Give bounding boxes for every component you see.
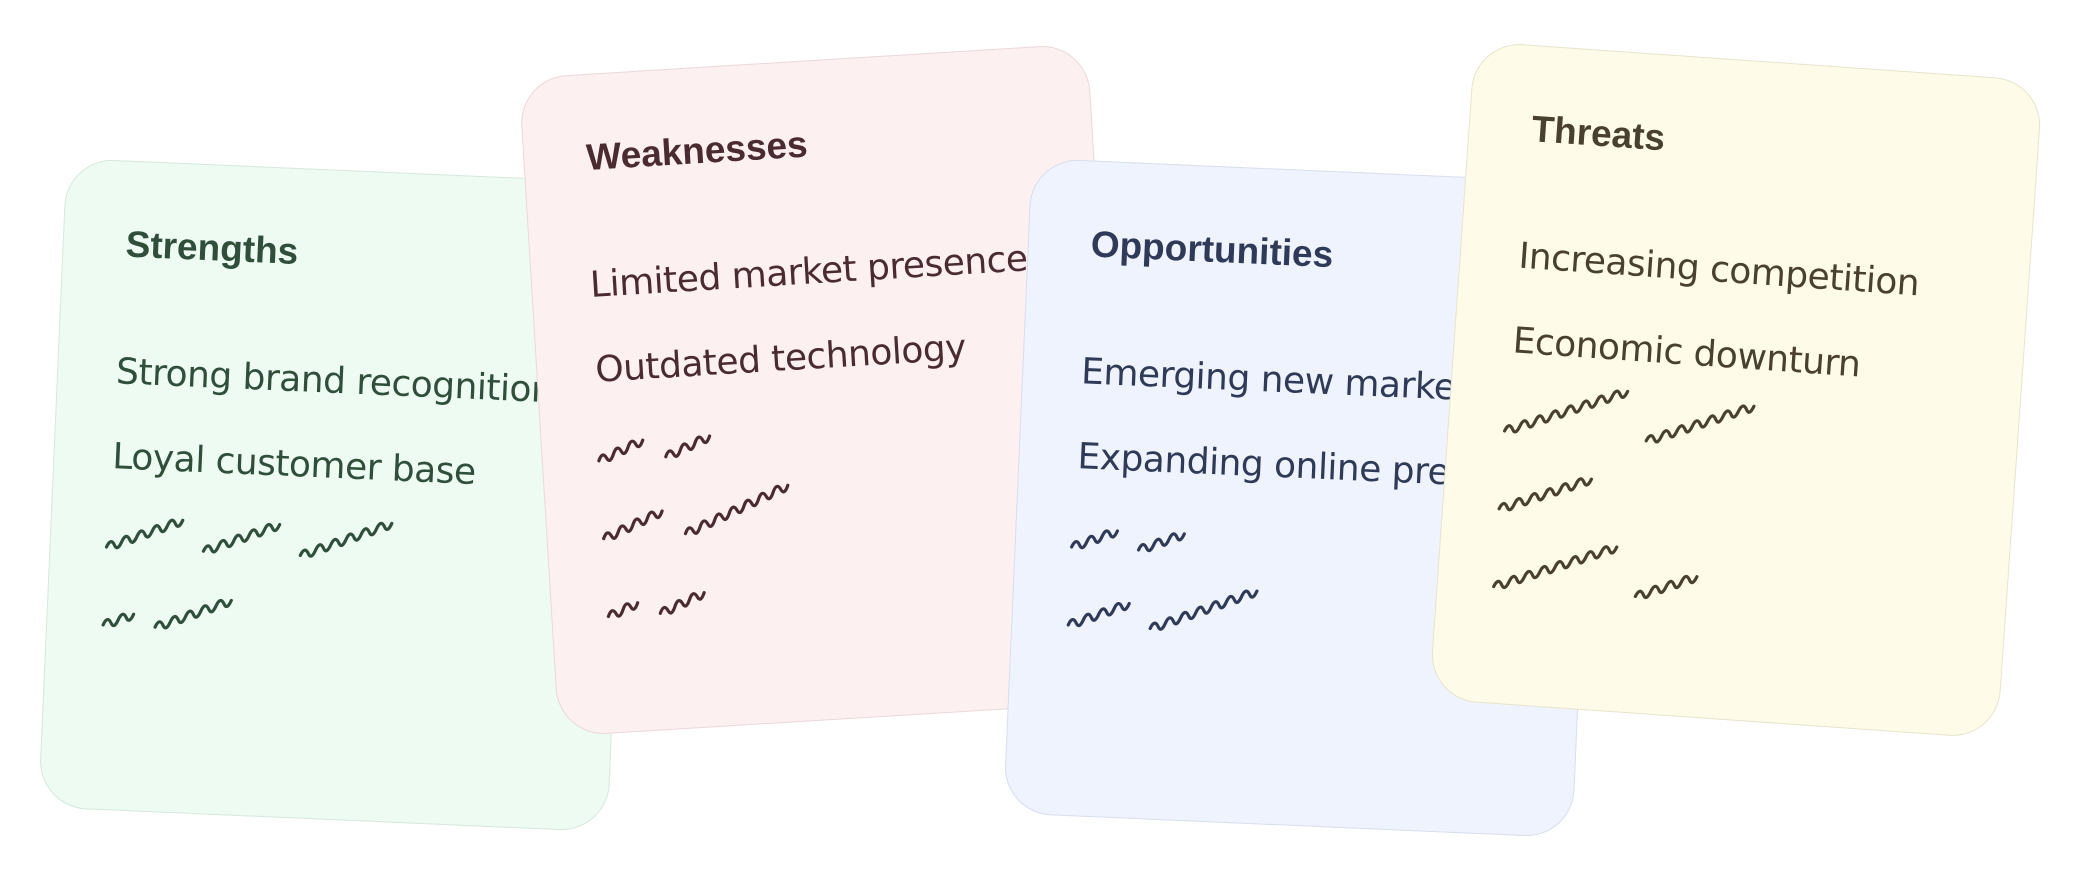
threats-card: Threats Increasing competition Economic … bbox=[1428, 40, 2044, 740]
placeholder-scribble bbox=[1497, 477, 1594, 512]
scribble-stroke bbox=[602, 483, 790, 541]
weaknesses-item-2: Outdated technology bbox=[594, 327, 968, 391]
placeholder-scribble bbox=[1066, 589, 1259, 631]
placeholder-scribble bbox=[1492, 545, 1699, 600]
placeholder-scribble bbox=[101, 598, 233, 630]
strengths-card: Strengths Strong brand recognition Loyal… bbox=[38, 157, 636, 833]
opportunities-title: Opportunities bbox=[1089, 223, 1335, 276]
weaknesses-item-1: Limited market presence bbox=[588, 238, 1029, 306]
threats-title: Threats bbox=[1530, 108, 1667, 159]
weaknesses-title: Weaknesses bbox=[585, 123, 809, 178]
scribble-stroke bbox=[101, 598, 233, 630]
strengths-item-2: Loyal customer base bbox=[111, 436, 477, 494]
opportunities-card: Opportunities Emerging new markets Expan… bbox=[1002, 157, 1602, 839]
placeholder-scribble bbox=[606, 591, 706, 619]
scribble-stroke bbox=[1070, 529, 1186, 553]
placeholder-scribble bbox=[597, 434, 712, 463]
scribble-stroke bbox=[1492, 545, 1699, 600]
scribble-stroke bbox=[1497, 477, 1594, 512]
weaknesses-card: Weaknesses Limited market presence Outda… bbox=[518, 43, 1128, 737]
threats-item-1: Increasing competition bbox=[1517, 235, 1921, 305]
scribble-stroke bbox=[104, 518, 394, 558]
strengths-title: Strengths bbox=[124, 223, 300, 273]
placeholder-scribble bbox=[104, 518, 394, 558]
placeholder-scribble bbox=[602, 483, 790, 541]
strengths-item-1: Strong brand recognition bbox=[115, 351, 555, 412]
scribble-stroke bbox=[1066, 589, 1259, 631]
placeholder-scribble bbox=[1070, 529, 1186, 553]
placeholder-scribble bbox=[95, 687, 516, 735]
threats-item-2: Economic downturn bbox=[1511, 320, 1862, 386]
opportunities-item-1: Emerging new markets bbox=[1080, 351, 1489, 410]
scribble-stroke bbox=[597, 434, 712, 463]
placeholder-scribble bbox=[1502, 389, 1756, 444]
scribble-stroke bbox=[1502, 389, 1756, 444]
scribble-stroke bbox=[606, 591, 706, 619]
